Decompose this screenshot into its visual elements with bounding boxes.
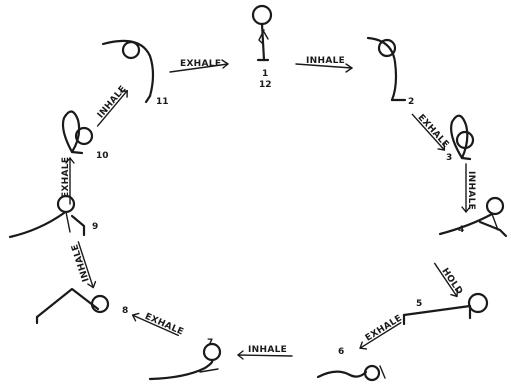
breath-label-inhale: INHALE (466, 171, 476, 210)
breath-label-inhale: INHALE (306, 56, 345, 66)
arrow-6-to-7: INHALE (238, 345, 292, 359)
step-1-number: 1 (262, 69, 268, 79)
arrow-3-to-4: INHALE (462, 164, 476, 212)
step-5-number: 5 (416, 299, 422, 309)
breath-label-exhale: EXHALE (143, 312, 185, 338)
step-2-number: 2 (408, 97, 414, 107)
breath-label-hold: HOLD (439, 267, 464, 297)
arrow-5-to-6: EXHALE (355, 313, 405, 351)
breath-label-exhale: EXHALE (180, 59, 221, 69)
arrow-8-to-9: INHALE (70, 241, 97, 291)
breath-label-exhale: EXHALE (61, 157, 71, 198)
pose-5-plank: 5 (404, 294, 487, 324)
pose-1-standing-prayer: 1 12 (253, 6, 272, 90)
arrow-11-to-12: EXHALE (170, 59, 228, 72)
breath-label-inhale: INHALE (96, 84, 129, 120)
pose-2-raised-arms: 2 (368, 38, 414, 107)
arrow-2-to-3: EXHALE (409, 108, 451, 152)
arrow-7-to-8: EXHALE (131, 307, 185, 341)
breath-label-inhale: INHALE (248, 345, 287, 355)
pose-3-forward-bend: 3 (446, 116, 473, 163)
arrow-9-to-10: EXHALE (61, 157, 74, 204)
step-12-number: 12 (259, 80, 272, 90)
step-9-number: 9 (92, 222, 98, 232)
step-11-number: 11 (156, 97, 169, 107)
step-10-number: 10 (96, 151, 109, 161)
pose-6-eight-limbs: 6 (318, 347, 385, 380)
step-4-number: 4 (458, 225, 464, 235)
step-7-number: 7 (207, 338, 213, 348)
step-3-number: 3 (446, 153, 452, 163)
arrow-10-to-11: INHALE (91, 84, 131, 128)
step-8-number: 8 (122, 306, 128, 316)
pose-9-lunge: 9 (10, 196, 98, 237)
step-6-number: 6 (338, 347, 344, 357)
arrow-4-to-5: HOLD (431, 258, 464, 298)
breath-label-exhale: EXHALE (416, 113, 451, 150)
pose-8-downward-dog: 8 (37, 289, 128, 323)
breath-label-exhale: EXHALE (364, 313, 404, 343)
arrow-12-to-2: INHALE (296, 56, 352, 72)
pose-7-cobra: 7 (150, 338, 220, 379)
breath-label-inhale: INHALE (70, 243, 92, 283)
